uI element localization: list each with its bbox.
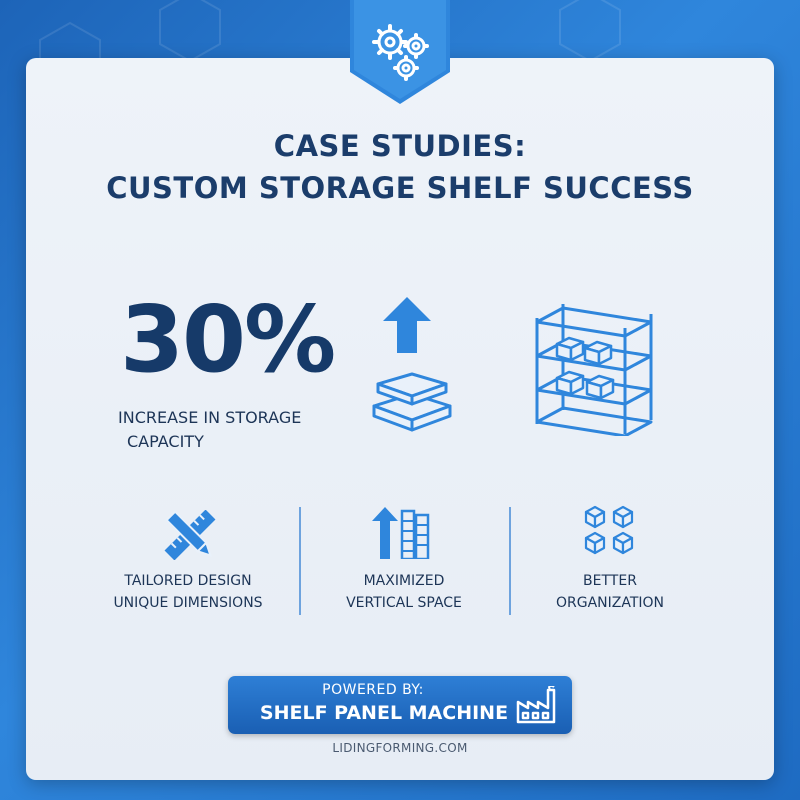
page-title: CASE STUDIES: CUSTOM STORAGE SHELF SUCCE… xyxy=(0,125,800,209)
gears-icon xyxy=(350,0,450,104)
title-line-2: CUSTOM STORAGE SHELF SUCCESS xyxy=(106,171,694,205)
feature-tailored-design: TAILORED DESIGN UNIQUE DIMENSIONS xyxy=(98,570,278,614)
stat-label-line-1: INCREASE IN STORAGE xyxy=(118,408,302,427)
feature-vertical-space: MAXIMIZED VERTICAL SPACE xyxy=(320,570,488,614)
feature-1-line-1: TAILORED DESIGN xyxy=(124,573,252,589)
boxes-grid-icon xyxy=(584,505,634,555)
ruler-pencil-icon xyxy=(164,510,216,560)
powered-by-banner[interactable]: POWERED BY: SHELF PANEL MACHINE xyxy=(228,676,572,734)
product-name: SHELF PANEL MACHINE xyxy=(259,702,509,724)
feature-2-line-1: MAXIMIZED xyxy=(363,573,445,589)
feature-3-line-1: BETTER xyxy=(583,573,637,589)
feature-divider xyxy=(299,507,301,615)
factory-icon xyxy=(516,686,556,724)
feature-divider xyxy=(509,507,511,615)
stat-label: INCREASE IN STORAGE CAPACITY xyxy=(118,406,358,454)
stat-label-line-2: CAPACITY xyxy=(127,432,204,451)
feature-1-line-2: UNIQUE DIMENSIONS xyxy=(113,595,263,611)
feature-3-line-2: ORGANIZATION xyxy=(555,595,665,611)
vertical-space-icon xyxy=(372,507,430,559)
powered-by-label: POWERED BY: xyxy=(322,682,424,698)
title-line-1: CASE STUDIES: xyxy=(273,129,527,163)
feature-2-line-2: VERTICAL SPACE xyxy=(346,595,462,611)
stat-value: 30% xyxy=(120,286,336,393)
arrow-up-icon xyxy=(383,297,431,353)
storage-rack-icon xyxy=(535,304,653,436)
stacked-boards-icon xyxy=(372,372,452,432)
feature-better-organization: BETTER ORGANIZATION xyxy=(530,570,690,614)
website-url[interactable]: LIDINGFORMING.COM xyxy=(332,741,468,755)
